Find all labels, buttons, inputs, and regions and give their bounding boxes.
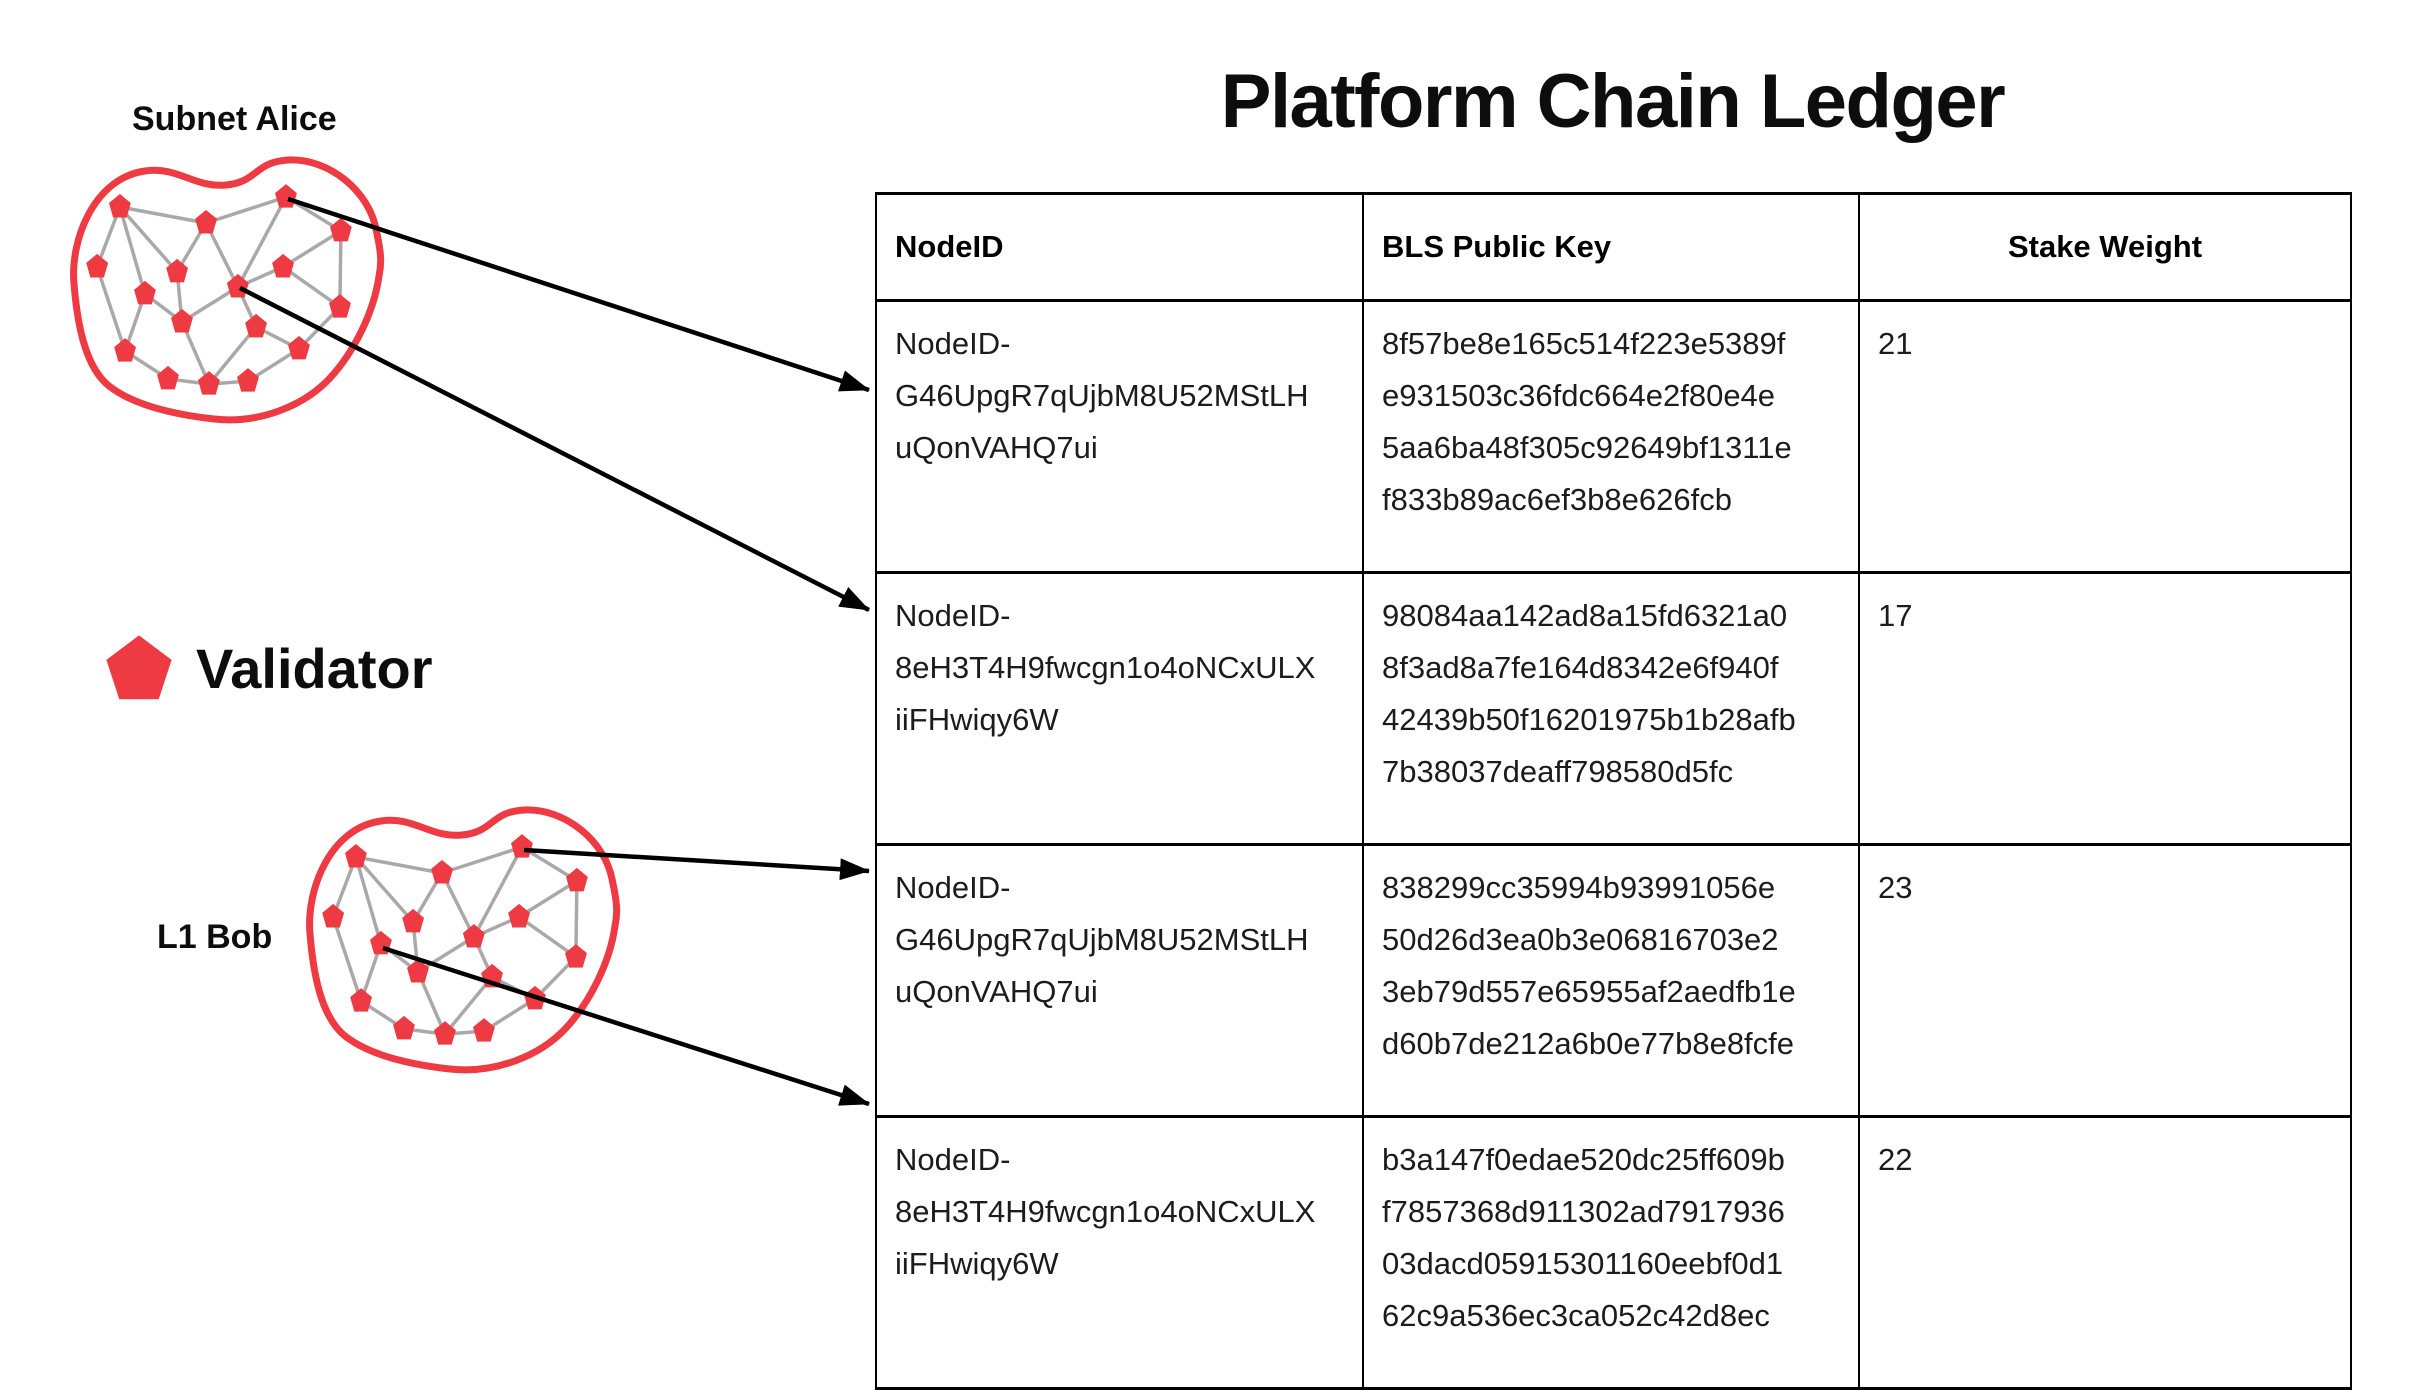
validator-node-icon bbox=[114, 338, 136, 362]
validator-node-icon bbox=[272, 253, 294, 278]
validator-node-icon bbox=[345, 844, 367, 868]
validator-node-icon bbox=[322, 903, 345, 928]
subnet-alice-network-diagram bbox=[70, 156, 385, 424]
validator-node-icon bbox=[565, 944, 587, 968]
network-edge bbox=[118, 205, 179, 274]
validator-node-icon bbox=[198, 371, 220, 395]
platform-chain-ledger-table: NodeID BLS Public Key Stake Weight NodeI… bbox=[875, 192, 2352, 1390]
node-id-cell: NodeID- 8eH3T4H9fwcgn1o4oNCxULX iiFHwiqy… bbox=[875, 1115, 1364, 1390]
validator-node-icon bbox=[462, 924, 485, 948]
network-edge bbox=[236, 196, 288, 288]
table-header-row: NodeID BLS Public Key Stake Weight bbox=[875, 192, 2352, 302]
validator-node-icon bbox=[473, 1018, 495, 1042]
validator-node-icon bbox=[226, 274, 249, 298]
network-edge bbox=[354, 855, 415, 924]
validator-node-icon bbox=[431, 860, 453, 884]
network-edge bbox=[440, 872, 476, 938]
validator-node-icon bbox=[329, 294, 351, 318]
validator-node-icon bbox=[481, 963, 503, 988]
validator-node-icon bbox=[86, 253, 109, 278]
validator-node-icon bbox=[109, 194, 131, 218]
node-id-cell: NodeID- 8eH3T4H9fwcgn1o4oNCxULX iiFHwiqy… bbox=[875, 571, 1364, 846]
validator-node-icon bbox=[402, 908, 424, 933]
stake-weight-cell: 21 bbox=[1858, 299, 2352, 574]
validator-node-icon bbox=[508, 903, 530, 928]
network-edge bbox=[95, 266, 127, 352]
validator-node-icon bbox=[166, 258, 188, 283]
cluster-label-l1-bob: L1 Bob bbox=[157, 918, 273, 956]
stake-weight-cell: 23 bbox=[1858, 843, 2352, 1118]
table-row: NodeID- G46UpgR7qUjbM8U52MStLH uQonVAHQ7… bbox=[875, 843, 2352, 1118]
validator-node-icon bbox=[566, 867, 588, 892]
validator-node-icon bbox=[157, 365, 179, 390]
network-edge bbox=[181, 285, 239, 324]
network-edge bbox=[118, 206, 147, 295]
pentagon-icon bbox=[106, 635, 172, 700]
cluster-label-subnet-alice: Subnet Alice bbox=[132, 100, 337, 138]
network-edge bbox=[282, 265, 341, 309]
header-node-id: NodeID bbox=[875, 192, 1364, 302]
table-row: NodeID- G46UpgR7qUjbM8U52MStLH uQonVAHQ7… bbox=[875, 299, 2352, 574]
network-edge bbox=[205, 195, 287, 225]
bls-public-key-cell: 98084aa142ad8a15fd6321a0 8f3ad8a7fe164d8… bbox=[1362, 571, 1860, 846]
bls-public-key-cell: b3a147f0edae520dc25ff609b f7857368d91130… bbox=[1362, 1115, 1860, 1390]
network-edge bbox=[119, 205, 207, 225]
network-edge bbox=[518, 879, 578, 919]
legend-validator: Validator bbox=[104, 634, 433, 702]
validator-node-icon bbox=[275, 184, 297, 208]
bls-public-key-cell: 838299cc35994b93991056e 50d26d3ea0b3e068… bbox=[1362, 843, 1860, 1118]
table-row: NodeID- 8eH3T4H9fwcgn1o4oNCxULX iiFHwiqy… bbox=[875, 571, 2352, 846]
validator-node-icon bbox=[511, 834, 533, 858]
validator-node-icon bbox=[171, 308, 193, 333]
network-edge bbox=[204, 222, 240, 288]
validator-node-icon bbox=[195, 210, 217, 234]
network-edge bbox=[355, 855, 443, 875]
node-id-cell: NodeID- G46UpgR7qUjbM8U52MStLH uQonVAHQ7… bbox=[875, 843, 1364, 1118]
validator-node-icon bbox=[237, 368, 259, 392]
network-edge bbox=[331, 916, 363, 1002]
validator-node-icon bbox=[393, 1015, 415, 1040]
header-stake-weight: Stake Weight bbox=[1858, 192, 2352, 302]
network-edge bbox=[441, 845, 523, 875]
validator-node-icon bbox=[245, 313, 267, 338]
network-edge bbox=[518, 915, 577, 959]
validator-node-icon bbox=[134, 280, 156, 305]
validator-node-icon bbox=[407, 958, 429, 983]
validator-node-icon bbox=[350, 988, 372, 1012]
validator-node-icon bbox=[330, 217, 352, 242]
node-id-cell: NodeID- G46UpgR7qUjbM8U52MStLH uQonVAHQ7… bbox=[875, 299, 1364, 574]
header-bls-public-key: BLS Public Key bbox=[1362, 192, 1860, 302]
stake-weight-cell: 22 bbox=[1858, 1115, 2352, 1390]
network-edge bbox=[354, 856, 383, 945]
table-row: NodeID- 8eH3T4H9fwcgn1o4oNCxULX iiFHwiqy… bbox=[875, 1115, 2352, 1390]
legend-label: Validator bbox=[196, 636, 433, 700]
validator-node-icon bbox=[370, 930, 392, 955]
l1-bob-network-diagram bbox=[306, 806, 621, 1074]
network-edge bbox=[472, 846, 524, 938]
bls-public-key-cell: 8f57be8e165c514f223e5389f e931503c36fdc6… bbox=[1362, 299, 1860, 574]
stake-weight-cell: 17 bbox=[1858, 571, 2352, 846]
page-title: Platform Chain Ledger bbox=[1220, 59, 2006, 144]
